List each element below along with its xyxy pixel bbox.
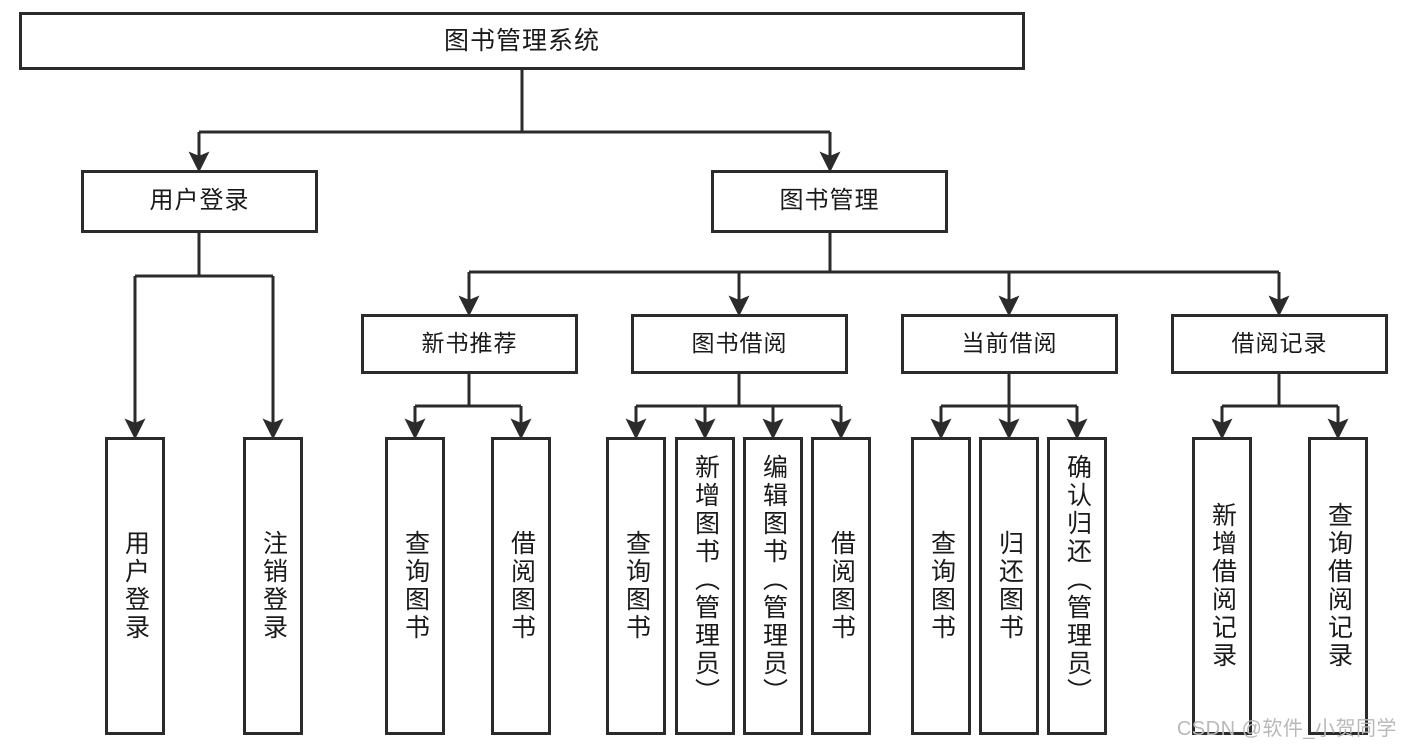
- node-label: 确认归还（管理员）: [1063, 454, 1092, 706]
- node-label: 查询借阅记录: [1324, 502, 1353, 670]
- node-label: 用户登录: [121, 530, 150, 642]
- node-label: 借阅图书: [507, 530, 536, 642]
- node-leaf-add-record[interactable]: 新增借阅记录: [1192, 437, 1252, 735]
- node-leaf-borrow-book-1[interactable]: 借阅图书: [491, 437, 551, 735]
- node-borrow-record[interactable]: 借阅记录: [1171, 314, 1388, 374]
- node-user-login[interactable]: 用户登录: [81, 170, 318, 233]
- node-leaf-logout-login[interactable]: 注销登录: [243, 437, 303, 735]
- node-book-borrow[interactable]: 图书借阅: [631, 314, 848, 374]
- node-new-book-recommend[interactable]: 新书推荐: [361, 314, 578, 374]
- node-book-management[interactable]: 图书管理: [711, 170, 948, 233]
- node-leaf-add-book[interactable]: 新增图书（管理员）: [675, 437, 735, 735]
- node-label: 归还图书: [995, 530, 1024, 642]
- node-label: 新书推荐: [421, 330, 518, 357]
- node-label: 借阅记录: [1231, 330, 1328, 357]
- node-label: 图书管理: [779, 187, 880, 215]
- node-label: 编辑图书（管理员）: [759, 454, 788, 706]
- node-leaf-user-login[interactable]: 用户登录: [105, 437, 165, 735]
- node-current-borrow[interactable]: 当前借阅: [901, 314, 1118, 374]
- node-leaf-edit-book[interactable]: 编辑图书（管理员）: [743, 437, 803, 735]
- node-root-book-management-system[interactable]: 图书管理系统: [19, 12, 1025, 70]
- node-leaf-query-record[interactable]: 查询借阅记录: [1308, 437, 1368, 735]
- node-label: 新增借阅记录: [1208, 502, 1237, 670]
- node-leaf-return-book[interactable]: 归还图书: [979, 437, 1039, 735]
- node-label: 借阅图书: [827, 530, 856, 642]
- node-label: 查询图书: [622, 530, 651, 642]
- node-label: 图书借阅: [691, 330, 788, 357]
- node-label: 查询图书: [401, 530, 430, 642]
- node-leaf-query-book-1[interactable]: 查询图书: [385, 437, 445, 735]
- node-leaf-query-book-3[interactable]: 查询图书: [911, 437, 971, 735]
- node-leaf-query-book-2[interactable]: 查询图书: [606, 437, 666, 735]
- node-leaf-borrow-book-2[interactable]: 借阅图书: [811, 437, 871, 735]
- node-label: 注销登录: [259, 530, 288, 642]
- node-label: 图书管理系统: [443, 27, 600, 55]
- node-label: 新增图书（管理员）: [691, 454, 720, 706]
- node-label: 当前借阅: [961, 330, 1058, 357]
- node-leaf-confirm-return[interactable]: 确认归还（管理员）: [1047, 437, 1107, 735]
- node-label: 查询图书: [927, 530, 956, 642]
- node-label: 用户登录: [149, 187, 250, 215]
